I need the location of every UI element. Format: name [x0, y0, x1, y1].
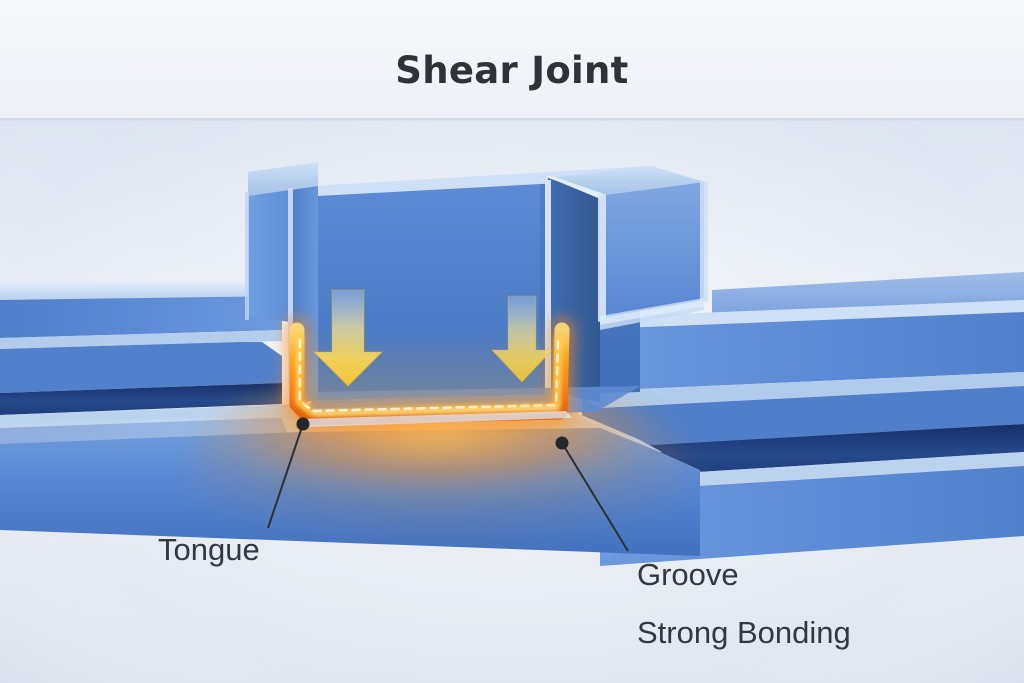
right-arm-front-face [600, 182, 704, 318]
arrow-down-icon [312, 289, 384, 387]
left-arm-outer-rim [245, 192, 249, 320]
front-base-overlay [300, 411, 572, 427]
bond-front-spill [250, 410, 630, 514]
leader-dot [296, 417, 310, 431]
callout-label-tongue: Tongue [158, 532, 260, 567]
left-arm-top-face [248, 162, 318, 196]
header-background [0, 0, 1024, 120]
channel-rear-top-rim [312, 166, 652, 196]
leader-line [267, 423, 304, 529]
right-arm-top-edge-rim [545, 176, 604, 198]
right-arm-corner-rim [598, 194, 606, 322]
left-slab-highlight-band [0, 330, 282, 349]
callout-label-strong-bonding: Strong Bonding [637, 615, 851, 650]
right-substrate-panel [570, 272, 1024, 566]
leader-dot [555, 436, 569, 450]
right-lower-slab-face [600, 466, 1024, 566]
left-recess-gap [0, 383, 282, 415]
force-arrows [312, 289, 554, 387]
page-title: Shear Joint [395, 49, 628, 92]
callout-groove: Groove [555, 436, 739, 592]
right-upper-slab-rim [570, 300, 1024, 330]
right-arm-outer-rim [700, 180, 708, 302]
right-recess-gap [600, 424, 1024, 478]
leader-line [561, 442, 629, 552]
right-upper-slab-top [712, 272, 1024, 316]
right-arm-base-edge [600, 298, 706, 325]
arrow-right [490, 295, 554, 383]
left-step-face [0, 342, 282, 393]
callout-label-groove: Groove [637, 557, 739, 592]
left-arm-outer-face [248, 190, 290, 322]
left-arm-rim-edge [288, 188, 293, 402]
horizon-line [0, 118, 1024, 121]
right-arm-inner-rim [545, 180, 551, 394]
right-lower-slab-rim [600, 452, 1024, 492]
left-upper-slab-face [0, 296, 282, 338]
right-step-highlight [570, 372, 1024, 408]
front-slab-top-rim [300, 411, 572, 427]
left-upper-slab-rim [0, 282, 282, 300]
arrow-left [312, 289, 384, 387]
header-band [0, 0, 1024, 121]
right-upper-slab-face [570, 312, 1024, 392]
arrow-down-icon [490, 295, 554, 383]
right-step-face [582, 386, 1024, 448]
callout-strong-bonding: Strong Bonding [637, 615, 851, 650]
callout-tongue: Tongue [158, 417, 310, 567]
